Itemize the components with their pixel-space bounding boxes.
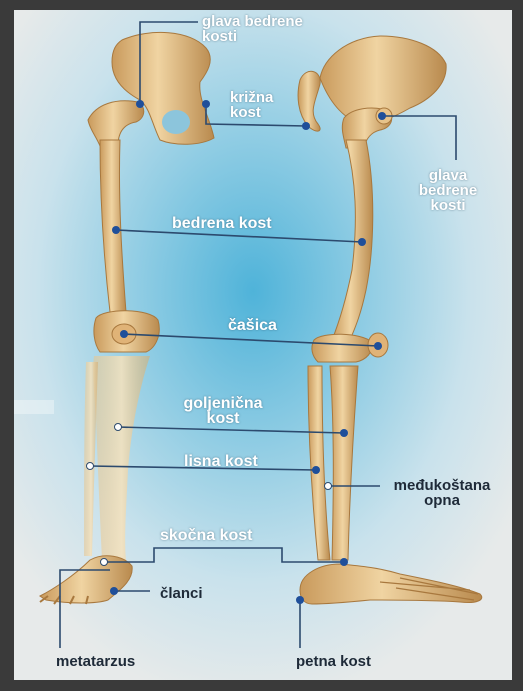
label-calcaneus: petna kost bbox=[296, 654, 371, 669]
dot-femur-right bbox=[358, 238, 366, 246]
label-phalanges: članci bbox=[160, 586, 203, 601]
dot-phalanges bbox=[110, 587, 118, 595]
dot-talus-left bbox=[101, 559, 108, 566]
obturator-hole-left bbox=[162, 110, 190, 134]
label-patella: čašica bbox=[228, 318, 277, 333]
dot-tibia-left bbox=[115, 424, 122, 431]
dot-calcaneus bbox=[296, 596, 304, 604]
glare-streak bbox=[14, 400, 54, 414]
dot-patella-left bbox=[120, 330, 128, 338]
dot-patella-right bbox=[374, 342, 382, 350]
label-talus: skočna kost bbox=[160, 528, 252, 543]
dot-head-left bbox=[136, 100, 144, 108]
dot-talus-right bbox=[340, 558, 348, 566]
dot-membrane bbox=[325, 483, 332, 490]
dot-sacrum-b bbox=[302, 122, 310, 130]
dot-fibula-right bbox=[312, 466, 320, 474]
dot-femur-left bbox=[112, 226, 120, 234]
right-knee bbox=[312, 334, 372, 362]
dot-fibula-left bbox=[87, 463, 94, 470]
dot-head-right bbox=[378, 112, 386, 120]
dot-sacrum-a bbox=[202, 100, 210, 108]
label-metatarsus: metatarzus bbox=[56, 654, 135, 669]
label-femur: bedrena kost bbox=[172, 216, 272, 231]
label-fibula: lisna kost bbox=[184, 454, 258, 469]
dot-tibia-right bbox=[340, 429, 348, 437]
